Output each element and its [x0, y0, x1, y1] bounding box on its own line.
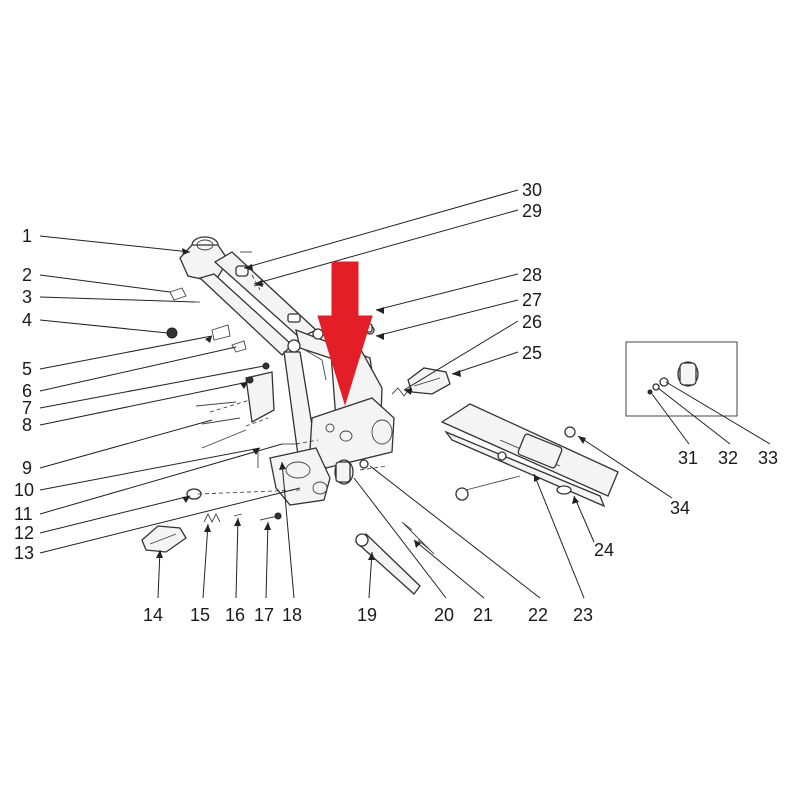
callout-10: 10: [14, 480, 34, 500]
callout-18: 18: [282, 605, 302, 625]
callout-32: 32: [718, 448, 738, 468]
callout-14: 14: [143, 605, 163, 625]
callout-8: 8: [22, 415, 32, 435]
assembly-lines: [197, 274, 389, 495]
callout-labels: 1 2 3 4 5 6 7 8 9 10 11 12 13 14 15 16 1…: [14, 180, 778, 625]
callout-13: 13: [14, 543, 34, 563]
callout-15: 15: [190, 605, 210, 625]
callout-29: 29: [522, 201, 542, 221]
callout-30: 30: [522, 180, 542, 200]
callout-23: 23: [573, 605, 593, 625]
callout-31: 31: [678, 448, 698, 468]
callout-33: 33: [758, 448, 778, 468]
callout-12: 12: [14, 523, 34, 543]
callout-4: 4: [22, 310, 32, 330]
highlight-arrow: [317, 261, 373, 406]
callout-28: 28: [522, 265, 542, 285]
callout-1: 1: [22, 226, 32, 246]
callout-9: 9: [22, 458, 32, 478]
inset-detail: [625, 341, 738, 417]
callout-22: 22: [528, 605, 548, 625]
callout-34: 34: [670, 498, 690, 518]
callout-7: 7: [22, 398, 32, 418]
callout-3: 3: [22, 287, 32, 307]
callout-11: 11: [14, 504, 33, 524]
callout-2: 2: [22, 265, 32, 285]
leader-lines: [39, 189, 771, 599]
callout-25: 25: [522, 343, 542, 363]
callout-16: 16: [225, 605, 245, 625]
callout-19: 19: [357, 605, 377, 625]
callout-20: 20: [434, 605, 454, 625]
callout-6: 6: [22, 381, 32, 401]
callout-21: 21: [473, 605, 493, 625]
callout-5: 5: [22, 359, 32, 379]
callout-27: 27: [522, 290, 542, 310]
fasteners-and-parts: [141, 251, 451, 595]
callout-26: 26: [522, 312, 542, 332]
callout-17: 17: [254, 605, 274, 625]
swing-arm: [440, 403, 619, 508]
callout-24: 24: [594, 540, 614, 560]
